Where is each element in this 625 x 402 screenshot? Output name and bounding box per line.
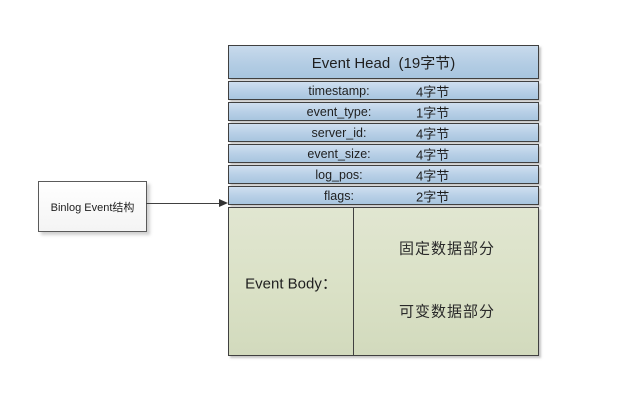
field-name: event_type: [306, 104, 372, 119]
binlog-label: Binlog Event结构 [50, 201, 135, 214]
event-body-divider [353, 208, 354, 355]
field-name: flags: [324, 188, 354, 203]
field-size: 4字节 [416, 147, 450, 162]
connector-arrow-head-icon [219, 199, 228, 207]
field-row-flags: flags: 2字节 [228, 186, 539, 205]
event-body-box: Event Body： 固定数据部分 可变数据部分 [228, 207, 539, 356]
event-head-header: Event Head (19字节) [228, 45, 539, 79]
event-body-label: Event Body： [245, 275, 337, 293]
field-size: 4字节 [416, 126, 450, 141]
event-structure-box: Event Head (19字节) timestamp: 4字节 event_t… [228, 45, 539, 356]
field-size: 1字节 [416, 105, 450, 120]
field-name: timestamp: [308, 83, 370, 98]
field-size: 4字节 [416, 168, 450, 183]
field-name: log_pos: [315, 167, 363, 182]
field-row-timestamp: timestamp: 4字节 [228, 81, 539, 100]
event-body-fixed-section: 固定数据部分 [398, 240, 496, 258]
connector-arrow-line [146, 203, 222, 204]
event-head-title: Event Head (19字节) [311, 54, 456, 72]
field-row-event-type: event_type: 1字节 [228, 102, 539, 121]
field-name: server_id: [311, 125, 367, 140]
field-row-event-size: event_size: 4字节 [228, 144, 539, 163]
field-name: event_size: [307, 146, 371, 161]
field-size: 4字节 [416, 84, 450, 99]
binlog-label-box: Binlog Event结构 [38, 181, 147, 232]
field-row-log-pos: log_pos: 4字节 [228, 165, 539, 184]
field-row-server-id: server_id: 4字节 [228, 123, 539, 142]
field-size: 2字节 [416, 189, 450, 204]
event-body-variable-section: 可变数据部分 [398, 303, 496, 321]
